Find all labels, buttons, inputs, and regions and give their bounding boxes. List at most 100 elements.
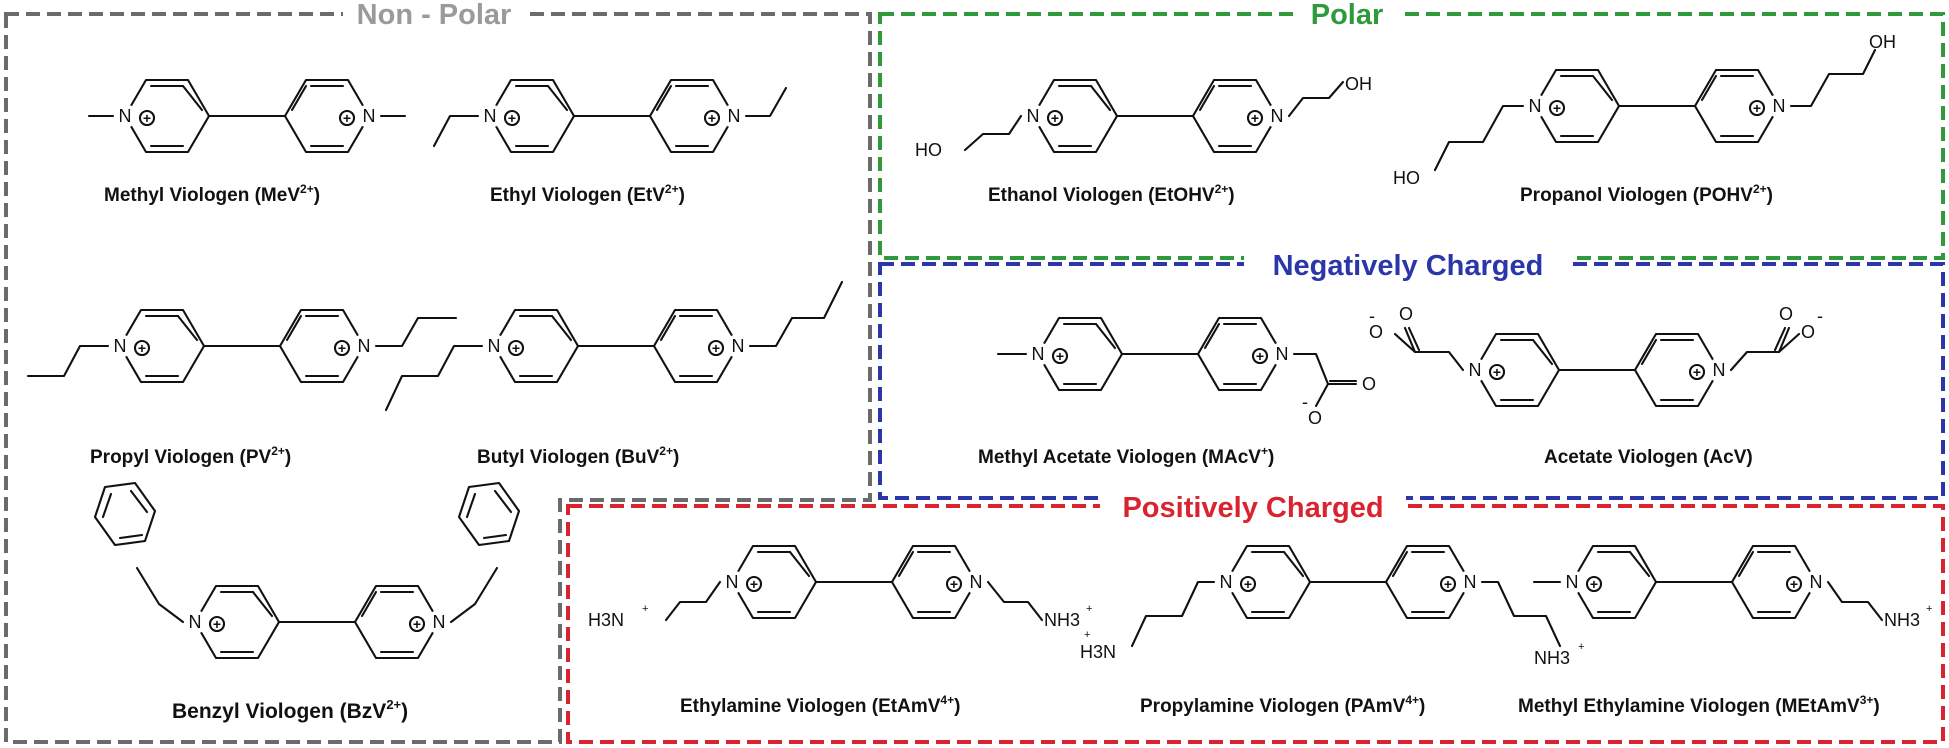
- atom-label: O: [1399, 304, 1413, 324]
- atom-label: +: [1051, 110, 1059, 126]
- atom-label: O: [1362, 374, 1376, 394]
- atom-label: N: [363, 106, 376, 126]
- atom-label: Propylamine Viologen (PAmV: [1140, 696, 1406, 717]
- atom-label: 2+: [1215, 182, 1229, 196]
- molecule-caption: Ethylamine Viologen (EtAmV4+): [680, 693, 960, 717]
- atom-label: H3N: [588, 610, 624, 630]
- molecule-caption: Methyl Acetate Viologen (MAcV+): [978, 444, 1274, 468]
- molecule-benzyl-viologen: N + N + Benzyl Viologen (BzV2+): [93, 481, 521, 723]
- atom-label: N: [114, 336, 127, 356]
- positive-box-border: [566, 504, 1945, 744]
- atom-label: N: [433, 612, 446, 632]
- atom-label: +: [708, 110, 716, 126]
- atom-label: +: [1256, 348, 1264, 364]
- atom-label: +: [1244, 576, 1252, 592]
- polar-box: Polar: [878, 0, 1945, 260]
- atom-label: +: [1086, 603, 1092, 615]
- atom-label: ): [1767, 185, 1773, 206]
- atom-label: N: [970, 572, 983, 592]
- atom-label: ): [1268, 447, 1274, 468]
- atom-label: +: [1926, 603, 1932, 615]
- atom-label: OH: [1345, 74, 1372, 94]
- molecule-ethyl-viologen: N + N + Ethyl Viologen (EtV2+): [432, 78, 788, 206]
- atom-label: +: [1578, 641, 1584, 653]
- atom-label: +: [1493, 364, 1501, 380]
- molecule-propanol-viologen: HO OH N + N + Propanol Viologen (POHV2+): [1393, 32, 1896, 206]
- molecule-ethylamine-viologen: H3N + NH3 + N + N + Ethylamine Viologen …: [588, 544, 1092, 717]
- molecule-caption: Benzyl Viologen (BzV2+): [172, 697, 408, 723]
- atom-label: +: [343, 110, 351, 126]
- atom-label: +: [1056, 348, 1064, 364]
- atom-label: Methyl Viologen (MeV: [104, 185, 300, 206]
- atom-label: +: [1790, 576, 1798, 592]
- molecule-caption: Acetate Viologen (AcV): [1544, 447, 1753, 468]
- atom-label: 3+: [1860, 693, 1874, 707]
- atom-label: 4+: [940, 693, 954, 707]
- atom-label: N: [484, 106, 497, 126]
- atom-label: 2+: [659, 444, 673, 458]
- atom-label: +: [508, 110, 516, 126]
- atom-label: -: [1302, 392, 1308, 412]
- negative-title: Negatively Charged: [1273, 250, 1544, 282]
- molecule-caption: Ethanol Viologen (EtOHV2+): [988, 182, 1235, 206]
- molecule-methyl-ethylamine-viologen: NH3 + N + N + Methyl Ethylamine Viologen…: [1518, 544, 1932, 717]
- atom-label: ): [954, 696, 960, 717]
- atom-label: N: [732, 336, 745, 356]
- polar-box-border: [878, 12, 1945, 260]
- atom-label: Ethyl Viologen (EtV: [490, 185, 665, 206]
- atom-label: N: [358, 336, 371, 356]
- atom-label: -: [1817, 306, 1823, 326]
- atom-label: NH3: [1044, 610, 1080, 630]
- molecule-caption: Methyl Viologen (MeV2+): [104, 182, 320, 206]
- atom-label: Benzyl Viologen (BzV: [172, 700, 386, 723]
- molecule-caption: Propylamine Viologen (PAmV4+): [1140, 693, 1425, 717]
- positive-title: Positively Charged: [1122, 492, 1383, 524]
- atom-label: 2+: [386, 697, 401, 712]
- atom-label: +: [143, 110, 151, 126]
- molecule-acetate-viologen: O O - O O - N + N + Acetate Viologen (Ac…: [1369, 304, 1823, 468]
- atom-label: +: [338, 340, 346, 356]
- atom-label: NH3: [1884, 610, 1920, 630]
- atom-label: NH3: [1534, 648, 1570, 668]
- atom-label: +: [1553, 100, 1561, 116]
- atom-label: +: [1753, 100, 1761, 116]
- atom-label: N: [726, 572, 739, 592]
- atom-label: N: [1773, 96, 1786, 116]
- atom-label: O: [1308, 408, 1322, 428]
- atom-label: +: [950, 576, 958, 592]
- molecule-ethanol-viologen: HO OH N + N + Ethanol Viologen (EtOHV2+): [915, 74, 1372, 206]
- polar-title: Polar: [1311, 0, 1384, 31]
- atom-label: Methyl Acetate Viologen (MAcV: [978, 447, 1261, 468]
- atom-label: +: [213, 616, 221, 632]
- atom-label: N: [1032, 344, 1045, 364]
- atom-label: HO: [1393, 168, 1420, 188]
- atom-label: N: [728, 106, 741, 126]
- atom-label: N: [189, 612, 202, 632]
- atom-label: ): [1228, 185, 1234, 206]
- atom-label: Ethanol Viologen (EtOHV: [988, 185, 1215, 206]
- atom-label: 2+: [1753, 182, 1767, 196]
- atom-label: +: [712, 340, 720, 356]
- atom-label: N: [1810, 572, 1823, 592]
- atom-label: Methyl Ethylamine Viologen (MEtAmV: [1518, 696, 1860, 717]
- atom-label: N: [1276, 344, 1289, 364]
- atom-label: H3N: [588, 610, 624, 630]
- atom-label: ): [1873, 696, 1879, 717]
- atom-label: +: [1590, 576, 1598, 592]
- atom-label: +: [1261, 444, 1268, 458]
- atom-label: +: [750, 576, 758, 592]
- atom-label: 2+: [271, 444, 285, 458]
- atom-label: ): [1419, 696, 1425, 717]
- atom-label: ): [401, 700, 408, 723]
- nonpolar-box-border: [4, 12, 872, 744]
- molecule-butyl-viologen: N + N + Butyl Viologen (BuV2+): [384, 280, 844, 468]
- atom-label: +: [512, 340, 520, 356]
- atom-label: ): [285, 447, 291, 468]
- atom-label: N: [1271, 106, 1284, 126]
- atom-label: N: [1469, 360, 1482, 380]
- molecule-caption: Propyl Viologen (PV2+): [90, 444, 291, 468]
- atom-label: Butyl Viologen (BuV: [477, 447, 660, 468]
- atom-label: ): [679, 185, 685, 206]
- molecule-propylamine-viologen: H3N + NH3 + N + N + Propylamine Viologen…: [1080, 544, 1584, 717]
